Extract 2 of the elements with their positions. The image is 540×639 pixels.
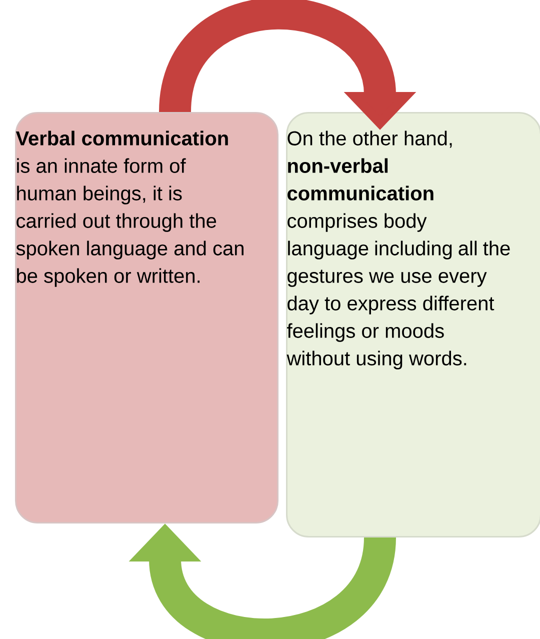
text-box: Verbal communication is an innate form of human beings, it is carried out through the spoken language and can be spoken or written.	[15, 112, 278, 524]
text-box: On the other hand, non-verbal communication comprises body language including all the gestures we use every day to express different feelings or moods without using words.	[286, 112, 540, 538]
